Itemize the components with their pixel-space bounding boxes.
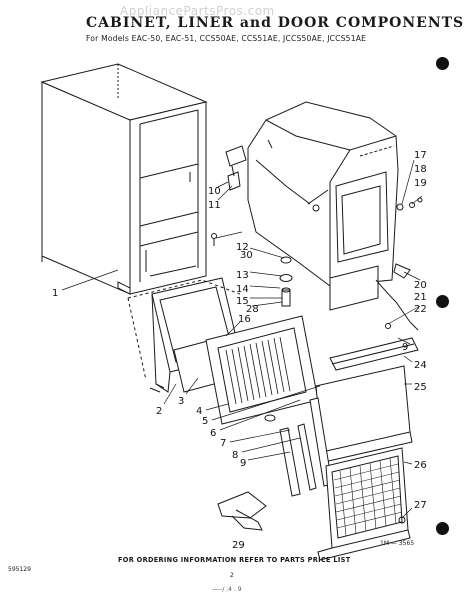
callout-24: 24 [414, 360, 427, 371]
liner-part [247, 101, 399, 287]
callout-29: 29 [232, 540, 245, 551]
document-id: 595129 [8, 566, 31, 573]
callout-26: 26 [414, 460, 427, 471]
callout-2: 2 [156, 406, 162, 417]
front-grille-part [317, 447, 411, 561]
grille-screw-part [398, 516, 406, 524]
callout-12: 12 [236, 242, 249, 253]
callout-25: 25 [414, 382, 427, 393]
fastener-set-part [396, 197, 423, 211]
callout-7: 7 [220, 438, 226, 449]
callout-4: 4 [196, 406, 202, 417]
callout-22: 22 [414, 304, 427, 315]
callout-21: 21 [414, 292, 427, 303]
cabinet-part [40, 63, 208, 295]
door-outline-dashed [127, 279, 241, 381]
callout-3: 3 [178, 396, 184, 407]
callout-28: 28 [246, 304, 259, 315]
callout-1: 1 [52, 288, 58, 299]
top-rail-part [329, 337, 419, 371]
callout-16: 16 [238, 314, 251, 325]
ordering-note: FOR ORDERING INFORMATION REFER TO PARTS … [118, 556, 351, 564]
callout-15: 15 [236, 296, 249, 307]
callout-9-rail: 9 [402, 342, 408, 353]
callout-8: 8 [232, 450, 238, 461]
callout-20: 20 [414, 280, 427, 291]
diagram-title: CABINET, LINER and DOOR COMPONENTS [86, 15, 465, 31]
callout-18: 18 [414, 164, 427, 175]
callout-14: 14 [236, 284, 249, 295]
callout-6: 6 [210, 428, 216, 439]
callout-5: 5 [202, 416, 208, 427]
binder-hole-icon [436, 295, 449, 308]
page-number: 2 [230, 572, 234, 579]
callout-10: 10 [208, 186, 221, 197]
hinge-bracket-part [225, 145, 247, 191]
drain-tube-part [375, 263, 419, 331]
binder-hole-icon [436, 522, 449, 535]
callout-27: 27 [414, 500, 427, 511]
model-list: For Models EAC-50, EAC-51, CCS50AE, CCS5… [86, 34, 367, 43]
callout-11: 11 [208, 200, 221, 211]
liner-base-part [329, 265, 379, 311]
binder-hole-icon [436, 57, 449, 70]
callout-13: 13 [236, 270, 249, 281]
callout-30: 30 [240, 250, 253, 261]
screw-part [211, 233, 217, 246]
callout-17: 17 [414, 150, 427, 161]
callout-labels: 1 2 3 4 5 6 7 8 9 9 10 11 12 13 14 15 16… [52, 150, 427, 551]
scan-mark: —--/ .4 . 9 [212, 586, 242, 593]
hinge-pin-assembly [279, 256, 293, 307]
watermark: AppliancePartsPros.com [120, 4, 275, 18]
callout-19: 19 [414, 178, 427, 189]
figure-reference: 1M — 3565 [380, 540, 415, 547]
shelf-panel-part [315, 365, 413, 463]
bracket-set-part [264, 397, 333, 497]
callout-leader-lines [61, 159, 423, 519]
callout-9-bracket: 9 [240, 458, 246, 469]
ice-scoop-part [217, 491, 267, 531]
